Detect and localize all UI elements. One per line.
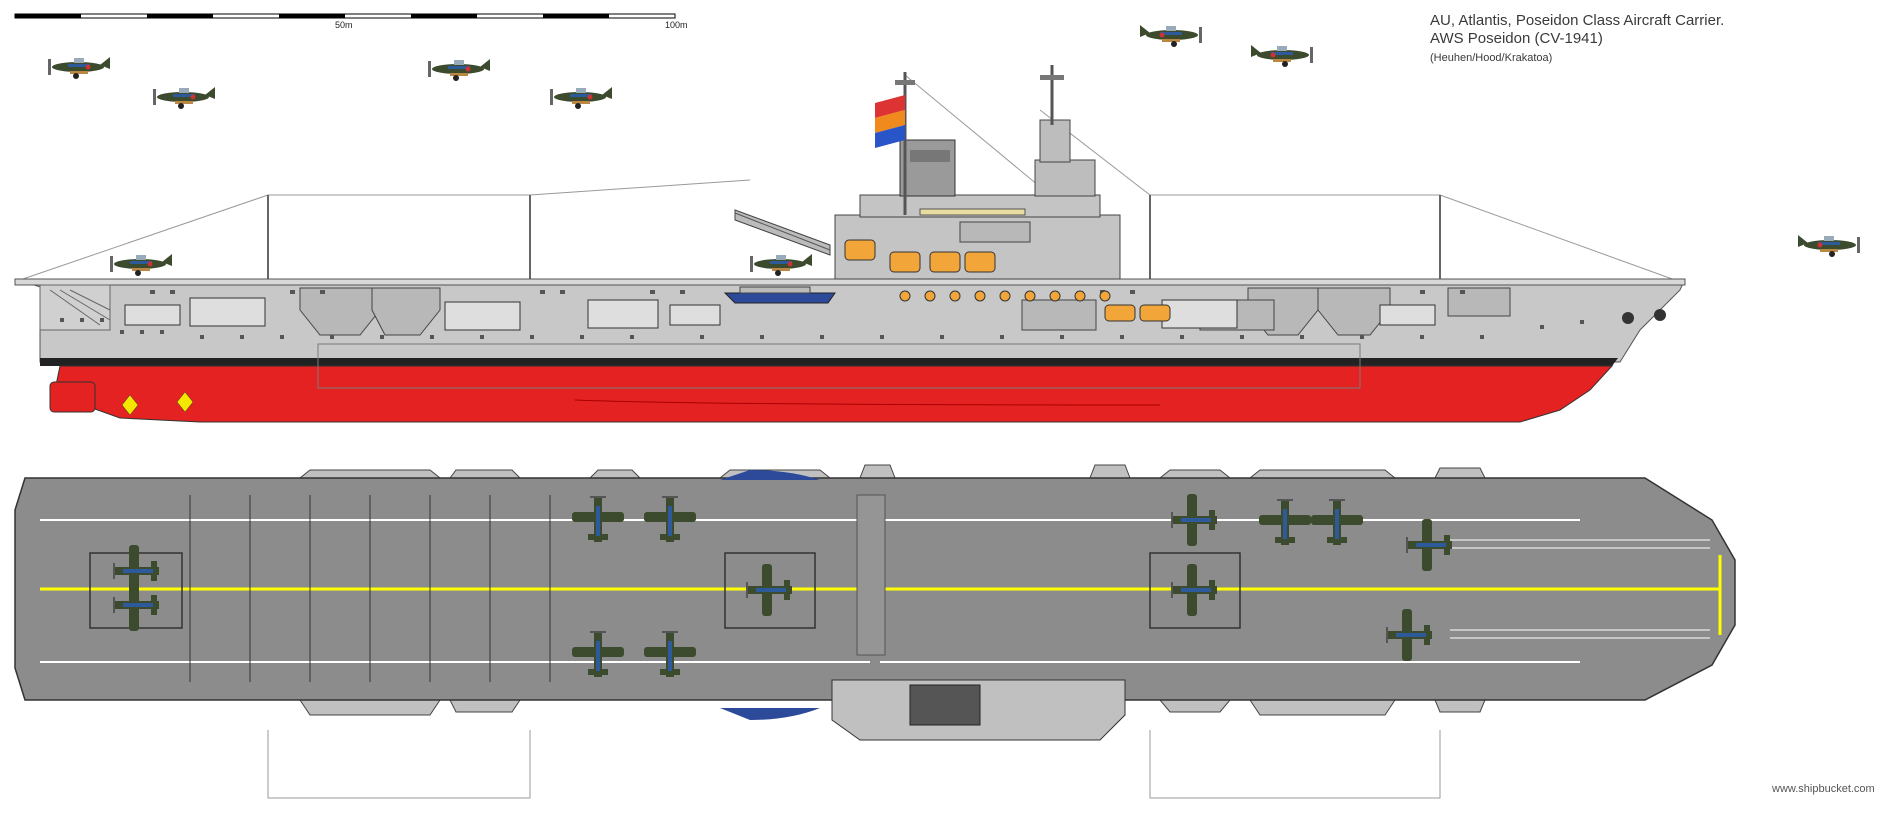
hull-openings bbox=[124, 297, 1436, 331]
portholes bbox=[60, 290, 1584, 339]
hull-red bbox=[54, 365, 1614, 423]
armour-belt bbox=[317, 343, 1361, 389]
rudder bbox=[49, 381, 96, 413]
plan-boat bbox=[720, 470, 820, 480]
aircraft-flying bbox=[48, 57, 110, 79]
plan-rigging bbox=[267, 730, 1441, 799]
arrester-wires bbox=[189, 495, 551, 682]
island-boats bbox=[844, 239, 1171, 322]
deck-sponsons bbox=[298, 464, 1486, 716]
funnel-cap bbox=[909, 684, 981, 726]
title-line-2: AWS Poseidon (CV-1941) bbox=[1430, 30, 1603, 47]
island-aa-rings bbox=[899, 290, 1111, 302]
hull-boot-top bbox=[40, 358, 1618, 366]
deck-edge-lines bbox=[40, 519, 1580, 663]
scale-bar-segment bbox=[543, 14, 609, 18]
propeller bbox=[121, 394, 139, 416]
scale-bar bbox=[14, 13, 676, 19]
flight-deck-edge bbox=[14, 278, 1686, 286]
side-profile bbox=[14, 65, 1686, 423]
radio-masts bbox=[267, 195, 1441, 280]
ship-boat bbox=[723, 292, 836, 304]
aircraft-on-deck bbox=[110, 254, 172, 276]
credit-text: www.shipbucket.com bbox=[1772, 783, 1875, 795]
stern-gallery bbox=[39, 284, 111, 331]
aircraft-flying bbox=[1798, 235, 1860, 257]
aircraft-flying bbox=[550, 87, 612, 109]
aircraft-flying bbox=[153, 87, 215, 109]
hawse-pipe bbox=[1622, 312, 1634, 324]
catapults bbox=[1450, 539, 1710, 639]
aircraft-on-deck bbox=[750, 254, 812, 276]
island-superstructure bbox=[734, 65, 1171, 322]
hull-bulge-line bbox=[574, 399, 1161, 406]
propeller bbox=[176, 391, 194, 413]
title-line-3: (Heuhen/Hood/Krakatoa) bbox=[1430, 52, 1553, 64]
national-flag bbox=[875, 95, 905, 148]
scale-bar-segment bbox=[279, 14, 345, 18]
aircraft-flying bbox=[1140, 25, 1202, 47]
scale-mid-label: 50m bbox=[335, 20, 353, 30]
aircraft-flying bbox=[428, 59, 490, 81]
plan-view bbox=[14, 464, 1736, 799]
hawse-pipe bbox=[1654, 309, 1666, 321]
scale-bar-segment bbox=[147, 14, 213, 18]
scale-end-label: 100m bbox=[665, 20, 688, 30]
aircraft-flying bbox=[1251, 45, 1313, 67]
title-line-1: AU, Atlantis, Poseidon Class Aircraft Ca… bbox=[1430, 12, 1725, 29]
crash-barrier bbox=[856, 494, 886, 656]
scale-bar-segment bbox=[15, 14, 81, 18]
plan-boat bbox=[720, 708, 820, 720]
scale-bar-segment bbox=[411, 14, 477, 18]
